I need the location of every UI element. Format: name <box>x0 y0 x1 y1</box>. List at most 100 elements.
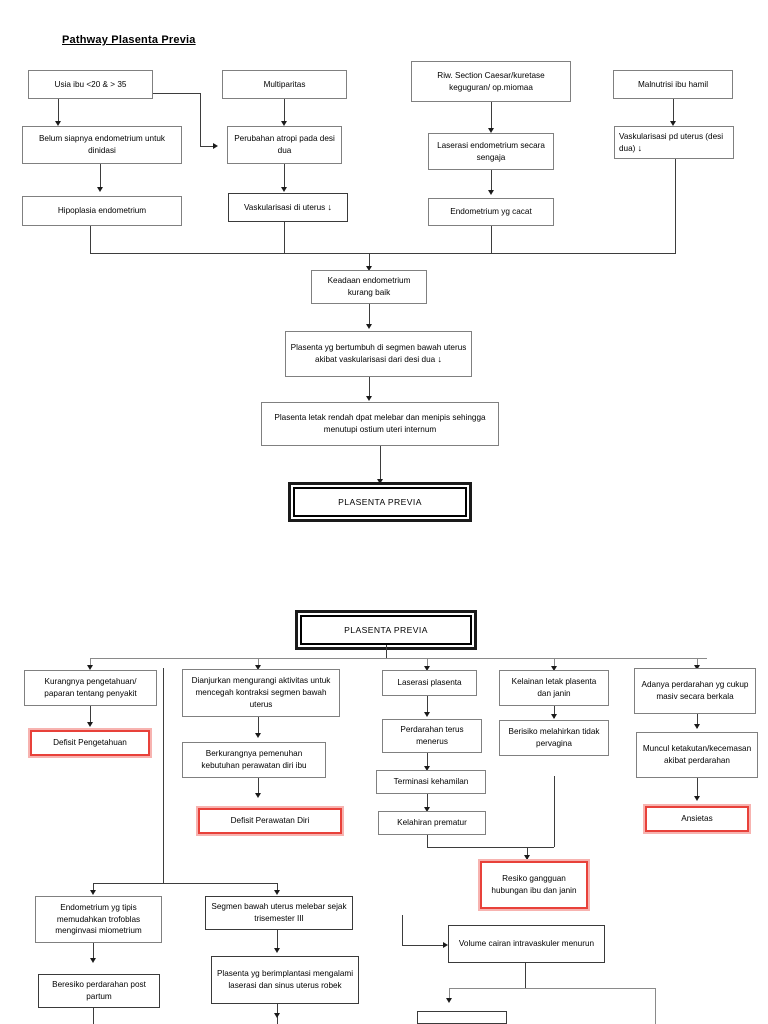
node-berkurangnya-pemenuhan: Berkurangnya pemenuhan kebutuhan perawat… <box>182 742 326 778</box>
node-berisiko-melahirkan: Berisiko melahirkan tidak pervagina <box>499 720 609 756</box>
node-defisit-pengetahuan: Defisit Pengetahuan <box>30 730 150 756</box>
arrowhead-riwayat <box>487 128 494 133</box>
arrowhead-tipis <box>89 958 96 963</box>
converge-leg-cacat <box>491 226 492 253</box>
node-plasenta-letak-rendah: Plasenta letak rendah dpat melebar dan m… <box>261 402 499 446</box>
connector-segmen-to-berimplantasi <box>277 930 278 950</box>
down-arrow-icon: ↓ <box>327 201 333 212</box>
node-resiko-gangguan-hubungan: Resiko gangguan hubungan ibu dan janin <box>480 861 588 909</box>
converge-leg-vaskularisasi <box>284 222 285 253</box>
arrowhead-perubahan <box>280 187 287 192</box>
node-ansietas: Ansietas <box>645 806 749 832</box>
connector-laserasi-to-cacat <box>491 170 492 192</box>
arrowhead-malnutrisi <box>669 121 676 126</box>
converge-leg-hipoplasia <box>90 226 91 253</box>
node-usia-ibu: Usia ibu <20 & > 35 <box>28 70 153 99</box>
arrowhead-branch-2 <box>254 665 261 670</box>
node-riwayat-section-caesar: Riw. Section Caesar/kuretase keguguran/ … <box>411 61 571 102</box>
node-muncul-ketakutan: Muncul ketakutan/kecemasan akibat perdar… <box>636 732 758 778</box>
connector-terminasi-to-kelahiran <box>427 794 428 810</box>
connector-perdarahan-to-terminasi <box>427 753 428 769</box>
arrowhead-usia-to-belum <box>54 121 61 126</box>
arrowhead-volume-left <box>445 998 452 1003</box>
arrowhead-segmen-melebar <box>273 890 280 895</box>
arrowhead-letak-rendah <box>376 479 383 484</box>
converge-bus-top <box>90 253 676 254</box>
arrowhead-perdarahan <box>423 766 430 771</box>
arrowhead-branch-3 <box>423 666 430 671</box>
volume-stem <box>525 963 526 988</box>
connector-adanya-to-muncul <box>697 714 698 728</box>
node-malnutrisi-ibu-hamil: Malnutrisi ibu hamil <box>613 70 733 99</box>
arrowhead-branch-4 <box>550 666 557 671</box>
arrowhead-usia-to-perubahan <box>213 142 218 149</box>
connector-bus-to-resiko <box>527 847 528 860</box>
connector-riwayat-to-laserasi <box>491 102 492 130</box>
connector-malnutrisi-to-vaskularisasi <box>673 99 674 123</box>
connector-belum-to-hipoplasia <box>100 164 101 189</box>
connector-multiparitas-to-perubahan <box>284 99 285 123</box>
down-arrow-icon: ↓ <box>437 354 442 364</box>
arrowhead-muncul <box>693 796 700 801</box>
node-laserasi-plasenta: Laserasi plasenta <box>382 670 477 696</box>
connector-usia-elbow-v <box>200 93 201 146</box>
node-cut-off-bottom <box>417 1011 507 1024</box>
converge-leg-berisiko <box>554 776 555 847</box>
node-plasenta-previa-diagram2: PLASENTA PREVIA <box>300 615 472 645</box>
node-hipoplasia-endometrium: Hipoplasia endometrium <box>22 196 182 226</box>
arrowhead-resiko-gangguan <box>523 855 530 860</box>
arrowhead-adanya <box>693 724 700 729</box>
dist-bus <box>90 658 707 659</box>
node-vaskularisasi-pd-uterus: Vaskularisasi pd uterus (desi dua) ↓ <box>614 126 734 159</box>
connector-berkurangnya-to-defisit <box>258 778 259 795</box>
arrowhead-terminasi <box>423 807 430 812</box>
arrowhead-branch-1 <box>86 665 93 670</box>
node-belum-siapnya-endometrium: Belum siapnya endometrium untuk dinidasi <box>22 126 182 164</box>
volume-bus <box>449 988 655 989</box>
arrowhead-berimplantasi <box>273 1013 280 1018</box>
node-endometrium-tipis: Endometrium yg tipis memudahkan trofobla… <box>35 896 162 943</box>
arrowhead-kurangnya <box>86 722 93 727</box>
connector-kurangnya-to-defisit <box>90 706 91 724</box>
connector-keadaan-to-plasenta-bertumbuh <box>369 304 370 326</box>
connector-tipis-to-beresiko <box>93 943 94 960</box>
arrowhead-bus-to-keadaan <box>365 266 372 271</box>
connector-perubahan-to-vaskularisasi <box>284 164 285 189</box>
converge-bus-resiko <box>427 847 554 848</box>
arrowhead-kelainan <box>550 714 557 719</box>
node-perdarahan-terus-menerus: Perdarahan terus menerus <box>382 719 482 753</box>
node-kurangnya-pengetahuan: Kurangnya pengetahuan/ paparan tentang p… <box>24 670 157 706</box>
connector-bertumbuh-to-letak-rendah <box>369 377 370 399</box>
arrowhead-keadaan <box>365 324 372 329</box>
node-kelainan-letak-plasenta: Kelainan letak plasenta dan janin <box>499 670 609 706</box>
node-plasenta-bertumbuh-segmen: Plasenta yg bertumbuh di segmen bawah ut… <box>285 331 472 377</box>
volume-leg-left <box>449 988 450 1000</box>
arrowhead-belum-to-hipoplasia <box>96 187 103 192</box>
dist-leg-1 <box>90 658 91 668</box>
connector-left-into-volume-h <box>402 945 445 946</box>
down-arrow-icon: ↓ <box>637 142 643 153</box>
node-segmen-bawah-melebar: Segmen bawah uterus melebar sejak trisem… <box>205 896 353 930</box>
node-plasenta-berimplantasi: Plasenta yg berimplantasi mengalami lase… <box>211 956 359 1004</box>
connector-beresiko-down-cut <box>93 1008 94 1024</box>
arrowhead-multiparitas <box>280 121 287 126</box>
dist-stem <box>386 645 387 658</box>
col1-dropline <box>163 668 164 883</box>
volume-leg-right <box>655 988 656 1024</box>
connector-bus-to-keadaan <box>369 253 370 268</box>
node-adanya-perdarahan-masiv: Adanya perdarahan yg cukup masiv secara … <box>634 668 756 714</box>
arrowhead-endometrium-tipis <box>89 890 96 895</box>
converge-leg-vaskularisasi-pd <box>675 159 676 253</box>
connector-usia-elbow-h <box>153 93 201 94</box>
arrowhead-bertumbuh <box>365 396 372 401</box>
node-keadaan-endometrium: Keadaan endometrium kurang baik <box>311 270 427 304</box>
node-dianjurkan-mengurangi-aktivitas: Dianjurkan mengurangi aktivitas untuk me… <box>182 669 340 717</box>
arrowhead-laserasi-plasenta <box>423 712 430 717</box>
arrowhead-laserasi <box>487 190 494 195</box>
connector-usia-elbow-h2 <box>200 146 214 147</box>
connector-kelainan-to-berisiko <box>554 706 555 718</box>
col1-lower-leg-left <box>93 883 94 893</box>
node-laserasi-endometrium: Laserasi endometrium secara sengaja <box>428 133 554 170</box>
connector-muncul-to-ansietas <box>697 778 698 798</box>
